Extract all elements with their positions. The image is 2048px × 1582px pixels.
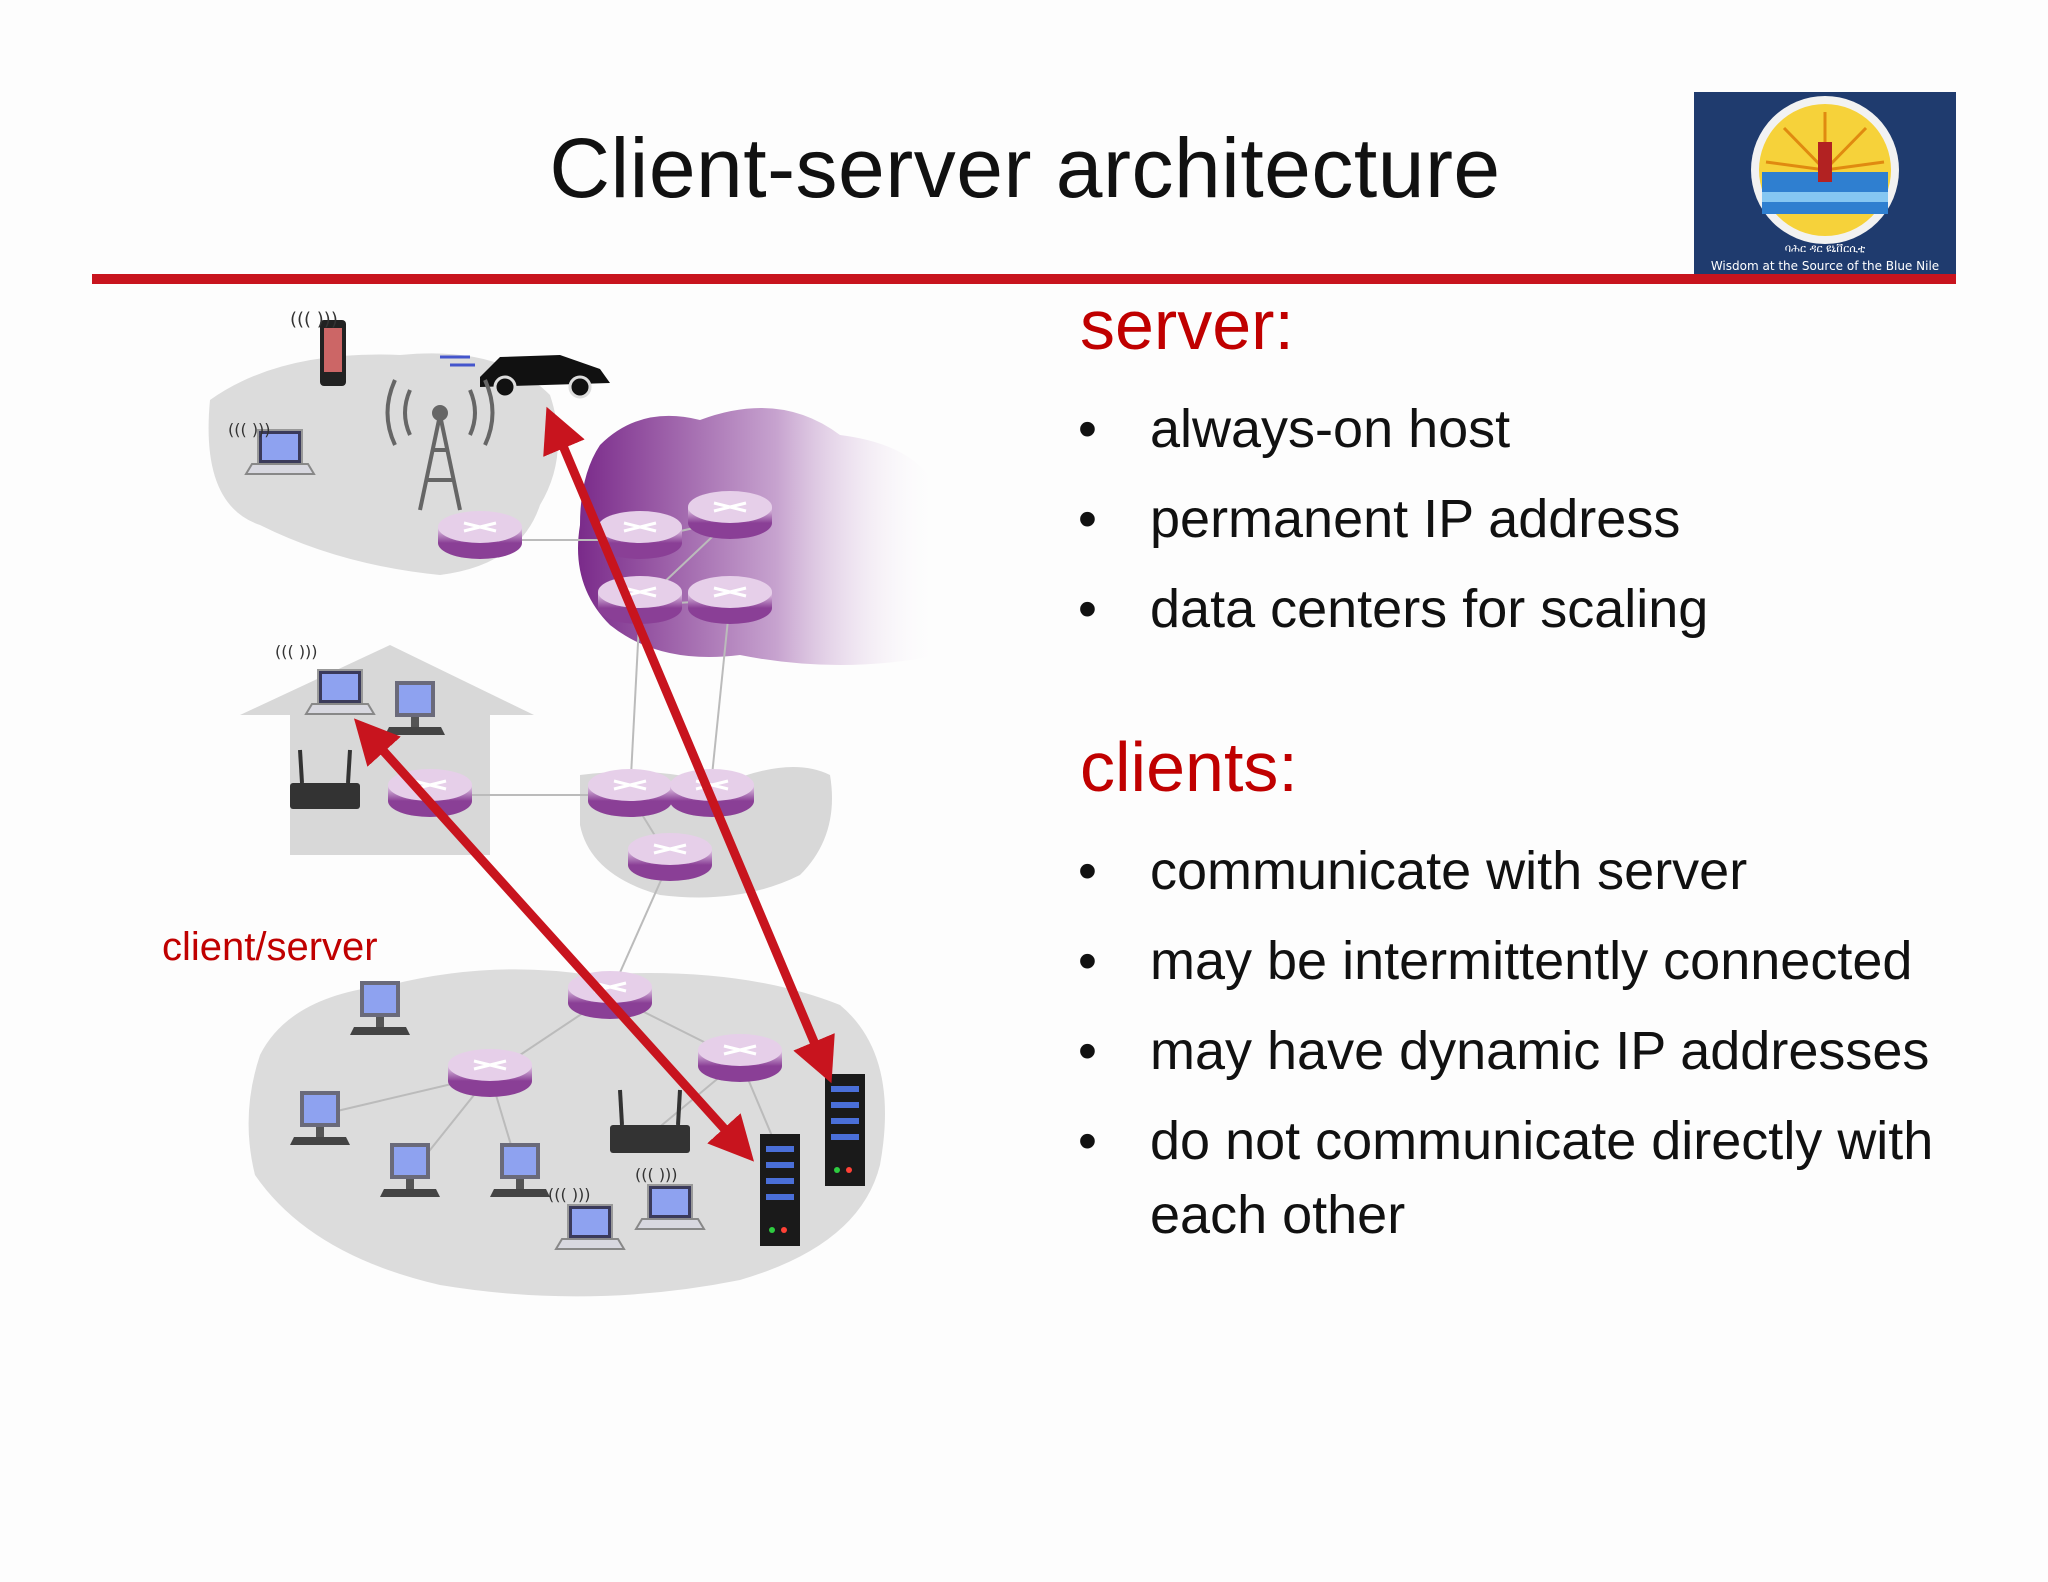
list-item: •data centers for scaling <box>1078 579 1709 639</box>
router-icon <box>566 969 654 1021</box>
client-server-label: client/server <box>162 925 378 969</box>
server-icon <box>760 1134 800 1246</box>
router-icon <box>686 574 774 626</box>
server-bullet-list: •always-on host •permanent IP address •d… <box>1078 392 1958 662</box>
router-icon <box>436 509 524 561</box>
list-item: •may be intermittently connected <box>1078 931 1913 991</box>
list-item: •always-on host <box>1078 399 1511 459</box>
router-icon <box>596 574 684 626</box>
clients-bullet-list: •communicate with server •may be intermi… <box>1078 834 1958 1268</box>
router-icon <box>446 1047 534 1099</box>
server-icon <box>825 1074 865 1186</box>
logo-amharic-caption: ባሕር ዳር ዩኒቨርሲቲ <box>1785 242 1866 255</box>
logo-caption: Wisdom at the Source of the Blue Nile <box>1711 259 1939 273</box>
router-icon <box>586 767 674 819</box>
wifi-router-icon <box>290 749 360 809</box>
list-item: •may have dynamic IP addresses <box>1078 1021 1930 1081</box>
slide-title: Client-server architecture <box>549 121 1501 215</box>
router-icon <box>696 1032 784 1084</box>
svg-text:((( ))): ((( ))) <box>548 1185 591 1204</box>
clients-heading: clients: <box>1080 728 1298 806</box>
svg-text:((( ))): ((( ))) <box>275 642 318 661</box>
list-item: •permanent IP address <box>1078 489 1681 549</box>
router-icon <box>626 831 714 883</box>
svg-text:((( ))): ((( ))) <box>290 309 338 330</box>
title-divider <box>92 274 1956 284</box>
network-diagram: ((( ))) ((( ))) ((( ))) <box>208 309 940 1297</box>
svg-text:((( ))): ((( ))) <box>635 1165 678 1184</box>
server-heading: server: <box>1080 286 1294 364</box>
cell-tower-icon <box>385 379 495 511</box>
smartphone-icon <box>320 320 346 386</box>
router-icon <box>686 489 774 541</box>
arrow-server-to-home-laptop <box>353 718 755 1162</box>
car-icon <box>440 355 610 399</box>
list-item: •communicate with server <box>1078 841 1748 901</box>
university-logo: ባሕር ዳር ዩኒቨርሲቲ Wisdom at the Source of th… <box>1694 92 1956 278</box>
list-item: •do not communicate directly with each o… <box>1078 1111 1934 1245</box>
svg-text:((( ))): ((( ))) <box>228 420 271 439</box>
